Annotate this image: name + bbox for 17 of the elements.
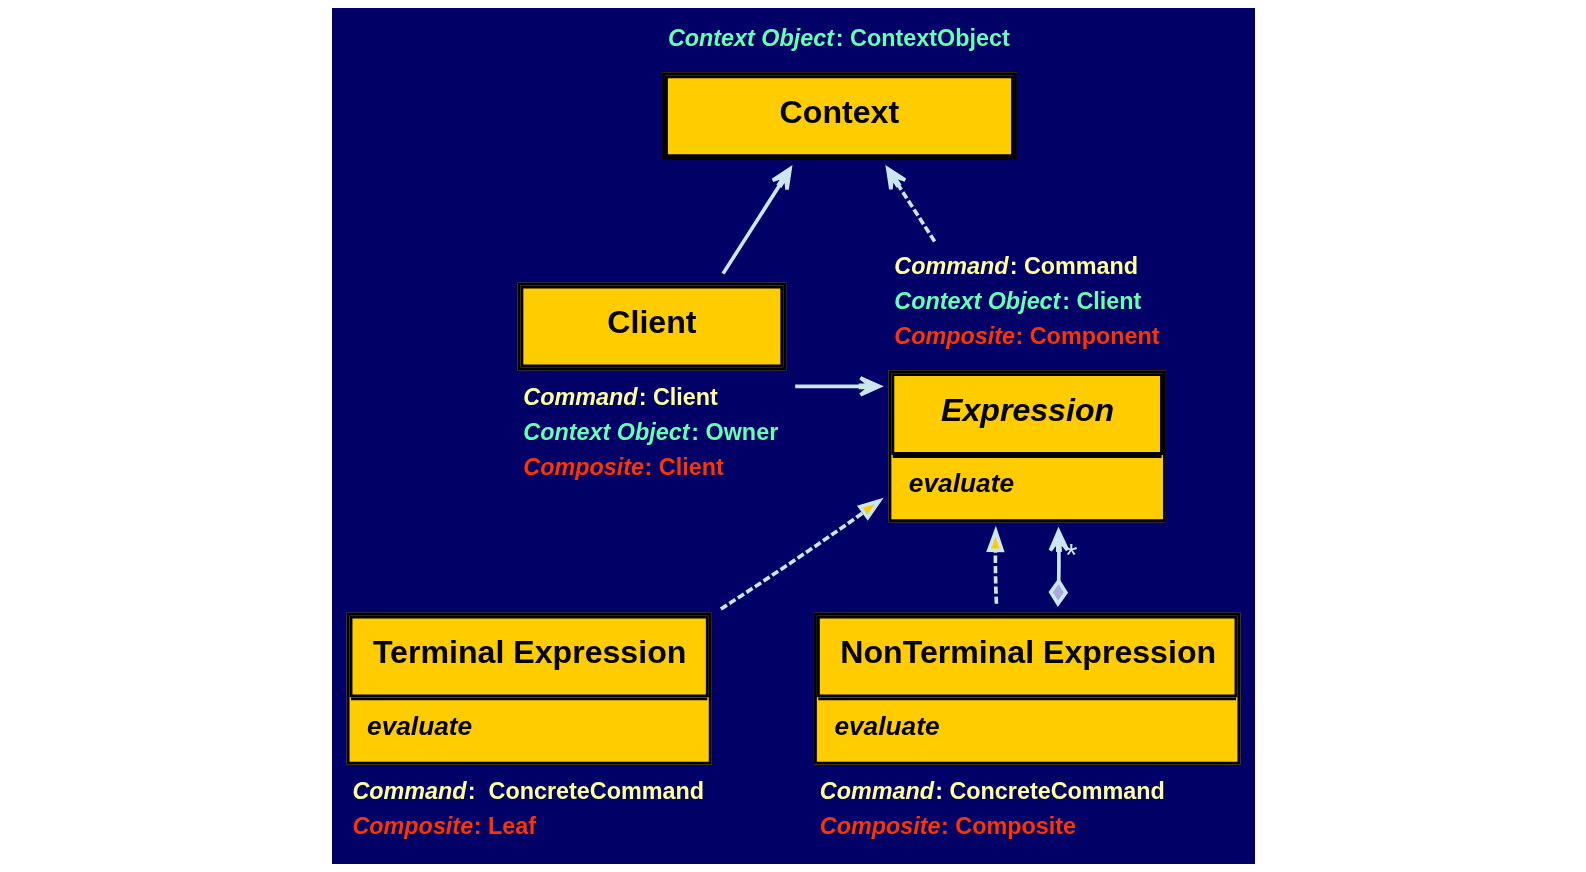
node-label: Context Object: Owner	[522, 419, 778, 446]
node-label: Command: ConcreteCommand	[351, 778, 704, 805]
arrow	[885, 166, 936, 243]
node-label: Command: ConcreteCommand	[819, 778, 1165, 805]
arrow	[794, 375, 881, 397]
arrow	[721, 167, 792, 275]
node-label: Composite: Client	[522, 454, 724, 481]
node-label: Context Object: Client	[893, 287, 1141, 314]
node-label: Composite: Leaf	[351, 813, 536, 840]
arrow	[1048, 529, 1069, 608]
node-label: Command: Command	[893, 252, 1138, 279]
node-label: Composite: Composite	[819, 813, 1076, 840]
node-label: Context Object: ContextObject	[667, 24, 1010, 51]
node-label: Command: Client	[522, 384, 718, 411]
arrow	[985, 525, 1005, 604]
node-label: Composite: Component	[893, 322, 1160, 349]
arrow	[719, 497, 884, 611]
